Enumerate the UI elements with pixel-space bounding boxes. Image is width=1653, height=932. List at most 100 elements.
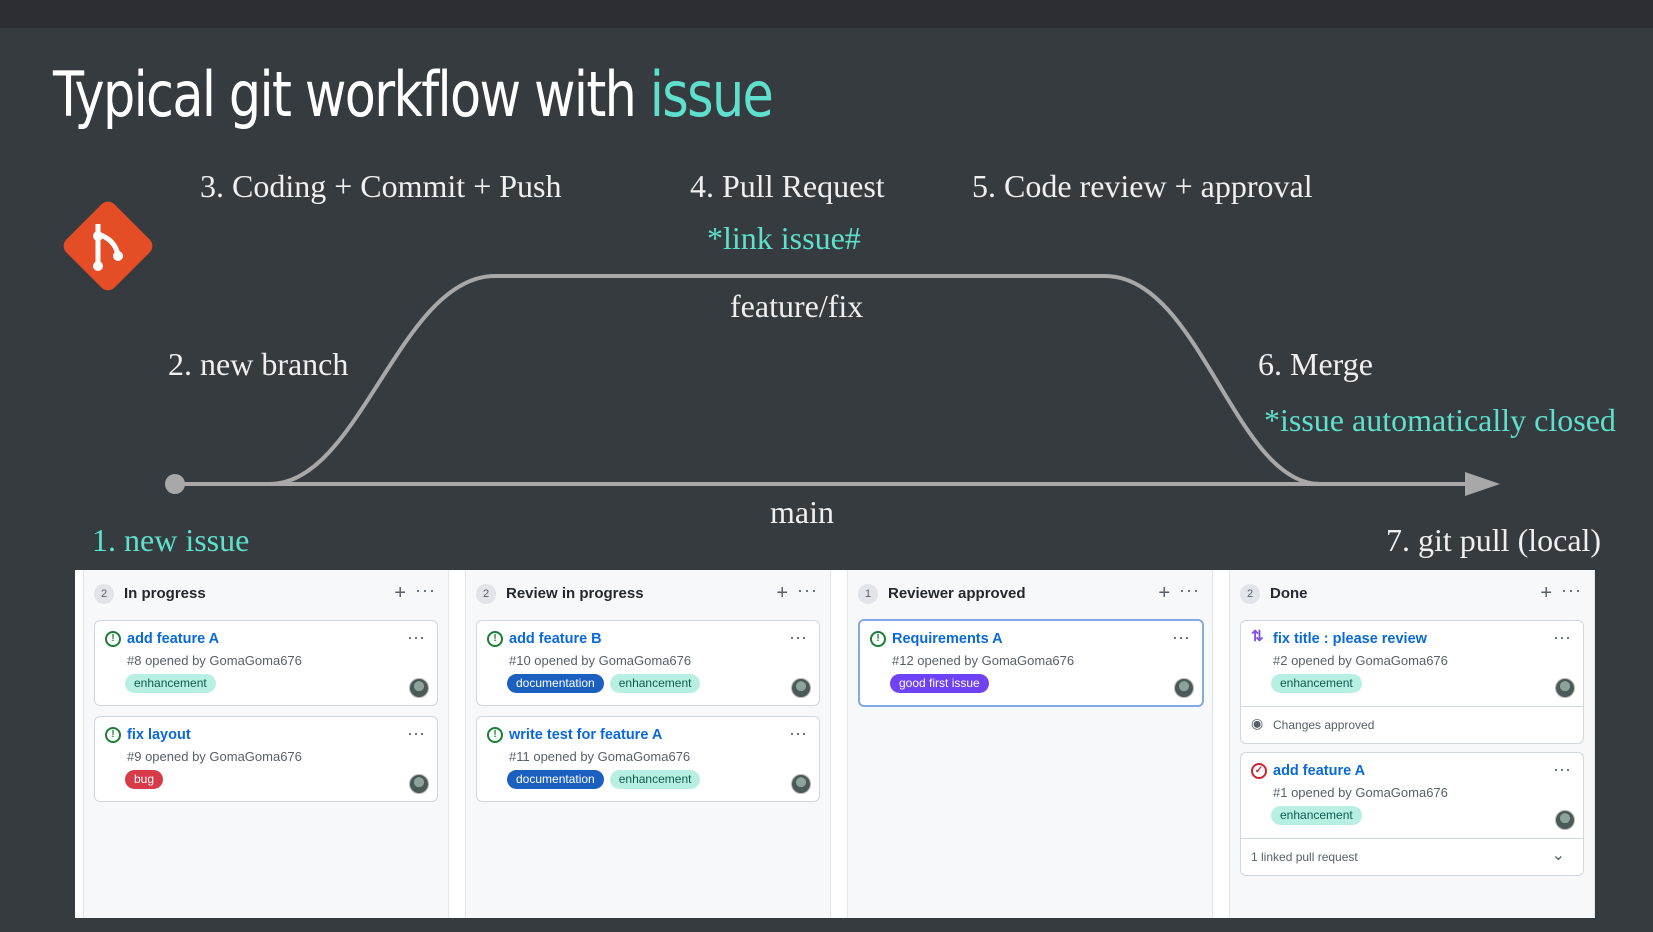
issue-card[interactable]: ! add feature B ··· #10 opened by GomaGo… — [476, 620, 820, 706]
open-issue-icon: ! — [487, 727, 503, 743]
card-title-link[interactable]: Requirements A — [892, 631, 1003, 647]
step7-label: 7. git pull (local) — [1386, 522, 1602, 558]
pull-request-card[interactable]: ⇅ fix title : please review ··· #2 opene… — [1240, 620, 1584, 744]
column-menu-icon[interactable]: ··· — [797, 580, 818, 600]
card-labels: enhancement — [1271, 674, 1362, 693]
avatar[interactable] — [1555, 678, 1575, 698]
git-workflow-diagram — [63, 201, 1500, 496]
step5-label: 5. Code review + approval — [972, 168, 1313, 204]
card-menu-icon[interactable]: ··· — [407, 627, 425, 647]
card-labels: enhancement — [125, 674, 216, 693]
card-meta: #11 opened by GomaGoma676 — [509, 749, 691, 764]
open-issue-icon: ! — [105, 727, 121, 743]
add-card-icon[interactable]: + — [776, 582, 788, 604]
slide-title-accent: issue — [649, 58, 774, 131]
column-header: 2 Review in progress + ··· — [476, 580, 820, 606]
column-header: 2 In progress + ··· — [94, 580, 438, 606]
main-label: main — [770, 494, 834, 530]
card-footer: ◉ Changes approved — [1241, 706, 1583, 743]
label-bug[interactable]: bug — [125, 770, 164, 789]
card-title-link[interactable]: add feature B — [509, 631, 602, 647]
issue-card[interactable]: ! fix layout ··· #9 opened by GomaGoma67… — [94, 716, 438, 802]
step3-label: 3. Coding + Commit + Push — [200, 168, 562, 204]
add-card-icon[interactable]: + — [1540, 582, 1552, 604]
column-title: Done — [1270, 585, 1308, 602]
card-title-link[interactable]: write test for feature A — [509, 727, 663, 743]
main-start-dot — [165, 474, 185, 494]
card-meta: #1 opened by GomaGoma676 — [1273, 785, 1448, 800]
step4-note: *link issue# — [707, 220, 861, 256]
column-count-badge: 2 — [476, 584, 496, 604]
main-arrowhead — [1465, 472, 1500, 496]
board-column-review-in-progress: 2 Review in progress + ··· ! add feature… — [465, 570, 831, 918]
top-bar — [0, 0, 1653, 28]
slide-title: Typical git workflow with issue — [53, 58, 774, 131]
step6-label: 6. Merge — [1258, 346, 1373, 382]
step2-label: 2. new branch — [168, 346, 349, 382]
label-enhancement[interactable]: enhancement — [609, 770, 701, 789]
column-menu-icon[interactable]: ··· — [415, 580, 436, 600]
card-menu-icon[interactable]: ··· — [789, 627, 807, 647]
pull-request-icon: ⇅ — [1251, 628, 1264, 645]
review-status: Changes approved — [1273, 718, 1375, 732]
card-title-link[interactable]: fix title : please review — [1273, 631, 1427, 647]
card-labels: bug — [125, 770, 164, 789]
avatar[interactable] — [409, 678, 429, 698]
column-title: Reviewer approved — [888, 585, 1026, 602]
add-card-icon[interactable]: + — [394, 582, 406, 604]
issue-card[interactable]: ! add feature A ··· #8 opened by GomaGom… — [94, 620, 438, 706]
card-labels: enhancement — [1271, 806, 1362, 825]
label-documentation[interactable]: documentation — [507, 674, 604, 693]
label-enhancement[interactable]: enhancement — [1271, 806, 1362, 825]
column-count-badge: 2 — [94, 584, 114, 604]
card-menu-icon[interactable]: ··· — [407, 723, 425, 743]
step6-note: *issue automatically closed — [1264, 402, 1616, 438]
card-meta: #10 opened by GomaGoma676 — [509, 653, 692, 668]
avatar[interactable] — [1555, 810, 1575, 830]
issue-card[interactable]: ! Requirements A ··· #12 opened by GomaG… — [858, 619, 1204, 707]
card-title-link[interactable]: add feature A — [1273, 763, 1366, 779]
closed-issue-icon: ✓ — [1251, 763, 1267, 779]
avatar[interactable] — [1174, 678, 1194, 698]
issue-card[interactable]: ! write test for feature A ··· #11 opene… — [476, 716, 820, 802]
label-enhancement[interactable]: enhancement — [125, 674, 216, 693]
card-title-link[interactable]: add feature A — [127, 631, 220, 647]
linked-pr-text: 1 linked pull request — [1251, 850, 1358, 864]
card-title-link[interactable]: fix layout — [127, 727, 191, 743]
column-title: In progress — [124, 585, 206, 602]
label-documentation[interactable]: documentation — [507, 770, 604, 789]
card-labels: documentation enhancement — [507, 770, 701, 789]
eye-icon: ◉ — [1251, 715, 1264, 731]
open-issue-icon: ! — [870, 631, 886, 647]
card-menu-icon[interactable]: ··· — [1553, 627, 1571, 647]
avatar[interactable] — [791, 774, 811, 794]
column-menu-icon[interactable]: ··· — [1561, 580, 1582, 600]
column-header: 1 Reviewer approved + ··· — [858, 580, 1202, 606]
chevron-down-icon[interactable]: ⌄ — [1551, 847, 1565, 864]
column-title: Review in progress — [506, 585, 644, 602]
card-meta: #12 opened by GomaGoma676 — [892, 653, 1075, 668]
board-column-reviewer-approved: 1 Reviewer approved + ··· ! Requirements… — [847, 570, 1213, 918]
card-meta: #2 opened by GomaGoma676 — [1273, 653, 1448, 668]
card-labels: documentation enhancement — [507, 674, 701, 693]
label-enhancement[interactable]: enhancement — [609, 674, 701, 693]
avatar[interactable] — [791, 678, 811, 698]
column-count-badge: 2 — [1240, 584, 1260, 604]
open-issue-icon: ! — [105, 631, 121, 647]
label-enhancement[interactable]: enhancement — [1271, 674, 1362, 693]
column-menu-icon[interactable]: ··· — [1179, 580, 1200, 600]
card-menu-icon[interactable]: ··· — [1553, 759, 1571, 779]
card-menu-icon[interactable]: ··· — [1172, 627, 1190, 647]
card-menu-icon[interactable]: ··· — [789, 723, 807, 743]
card-meta: #8 opened by GomaGoma676 — [127, 653, 302, 668]
avatar[interactable] — [409, 774, 429, 794]
linked-pr-toggle[interactable]: 1 linked pull request ⌄ — [1241, 838, 1583, 875]
git-logo-icon — [63, 201, 153, 291]
step4-label: 4. Pull Request — [690, 168, 885, 204]
open-issue-icon: ! — [487, 631, 503, 647]
feature-branch-curve — [269, 274, 1321, 486]
label-good-first-issue[interactable]: good first issue — [890, 674, 989, 693]
issue-card[interactable]: ✓ add feature A ··· #1 opened by GomaGom… — [1240, 752, 1584, 876]
add-card-icon[interactable]: + — [1158, 582, 1170, 604]
card-labels: good first issue — [890, 674, 989, 693]
